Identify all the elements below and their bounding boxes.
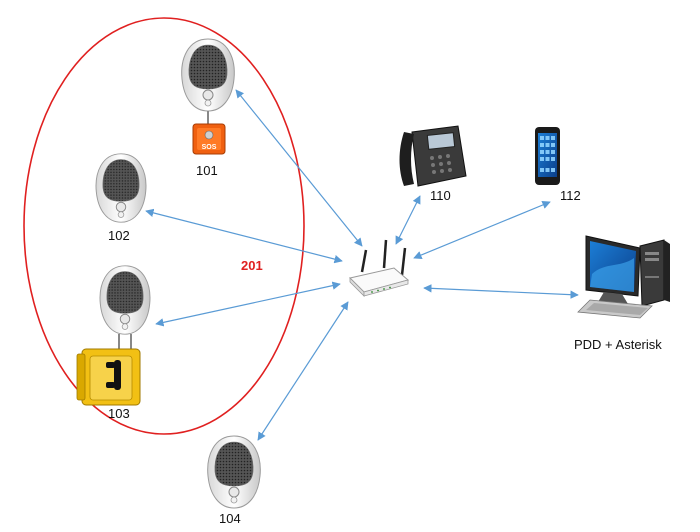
- connection-edges: [145, 89, 579, 441]
- intercom-speaker-icon: [99, 265, 151, 335]
- edge-104-router: [257, 301, 349, 441]
- edge-110-router: [395, 195, 421, 245]
- yellow-phone-box-icon: [76, 348, 141, 406]
- intercom-speaker-icon: [207, 435, 261, 509]
- node-label-101: 101: [196, 163, 218, 178]
- intercom-104[interactable]: [207, 435, 261, 509]
- edge-pc-router: [423, 284, 579, 299]
- sos-box-icon: SOS: [192, 123, 226, 155]
- node-label-112: 112: [560, 188, 581, 203]
- group-label-201: 201: [241, 258, 263, 273]
- server-pc[interactable]: [577, 235, 670, 319]
- intercom-speaker-icon: [95, 153, 147, 223]
- intercom-101[interactable]: SOS: [181, 38, 235, 155]
- edge-102-router: [145, 208, 343, 264]
- smartphone-112[interactable]: [535, 127, 560, 185]
- desk-phone-110[interactable]: [399, 125, 467, 187]
- edge-103-router: [155, 281, 341, 327]
- node-label-110: 110: [430, 188, 451, 203]
- intercom-103[interactable]: [76, 265, 151, 406]
- router-icon: [349, 239, 410, 297]
- node-label-102: 102: [108, 228, 130, 243]
- intercom-102[interactable]: [95, 153, 147, 223]
- node-label-pdd-asterisk: PDD + Asterisk: [574, 337, 662, 352]
- node-label-104: 104: [219, 511, 241, 526]
- edge-101-router: [235, 89, 363, 247]
- desk-phone-icon: [399, 125, 467, 187]
- desktop-computer-icon: [577, 235, 670, 319]
- intercom-speaker-icon: [181, 38, 235, 112]
- group-201-boundary: [23, 17, 305, 435]
- edge-112-router: [413, 200, 551, 260]
- smartphone-icon: [535, 127, 560, 185]
- svg-text:SOS: SOS: [202, 144, 217, 151]
- router[interactable]: [349, 239, 410, 297]
- node-label-103: 103: [108, 406, 130, 421]
